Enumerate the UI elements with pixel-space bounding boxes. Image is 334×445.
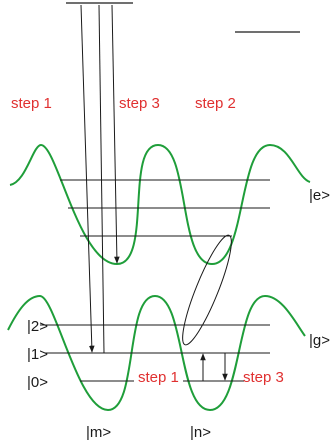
step3-lower-label: step 3	[243, 369, 284, 386]
level-2-label: |2>	[27, 318, 48, 335]
step-line-mid	[99, 5, 104, 353]
level-1-label: |1>	[27, 346, 48, 363]
step1-transition-arrow	[81, 5, 92, 352]
excited-state-label: |e>	[309, 187, 330, 204]
site-n-label: |n>	[190, 424, 211, 441]
step1-lower-label: step 1	[138, 369, 179, 386]
step2-upper-label: step 2	[195, 95, 236, 112]
level-0-label: |0>	[27, 374, 48, 391]
excited-state-potential	[10, 145, 310, 264]
step3-upper-label: step 3	[119, 95, 160, 112]
step3-transition-arrow	[112, 5, 117, 263]
site-m-label: |m>	[86, 424, 111, 441]
step1-upper-label: step 1	[11, 95, 52, 112]
ground-state-label: |g>	[309, 332, 330, 349]
